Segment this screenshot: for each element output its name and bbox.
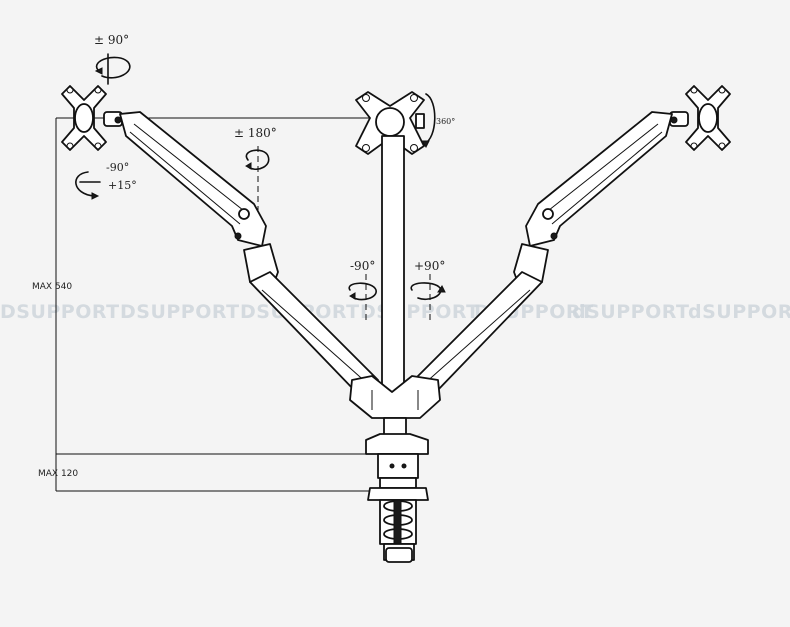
- mid-right-rotation-label: +90°: [414, 259, 445, 273]
- rotate-arrow-icon: [348, 282, 377, 301]
- rotate-arrow-icon: [423, 93, 436, 145]
- left-rotation-label: ± 90°: [94, 33, 129, 47]
- watermark-text: DSUPPORT: [0, 301, 120, 323]
- rotation-arrows: [75, 53, 446, 320]
- right-arm: [413, 111, 689, 399]
- watermark-text: DSUPPORT: [360, 301, 480, 323]
- center-rotation-label: ± 180°: [234, 126, 277, 140]
- pole-hub: [349, 375, 441, 419]
- desk-clamp: [365, 417, 429, 563]
- left-vesa-plate: [61, 85, 107, 151]
- tilt-up-label: +15°: [108, 179, 137, 192]
- swivel-360-label: 360°: [436, 117, 455, 126]
- mid-left-rotation-label: -90°: [350, 259, 375, 273]
- watermark-text: dSUPPORT: [688, 301, 790, 323]
- watermark-text: DSUPPORT: [120, 301, 240, 323]
- height-upper-label: MAX 540: [32, 282, 72, 292]
- rotate-arrow-icon: [95, 56, 131, 79]
- center-vesa-plate: [355, 91, 425, 155]
- watermark-text: dSUPPORT: [572, 301, 689, 323]
- tilt-arrow-icon: [75, 171, 95, 197]
- height-lower-label: MAX 120: [38, 469, 78, 479]
- tilt-down-label: -90°: [106, 161, 129, 174]
- right-vesa-plate: [685, 85, 731, 151]
- center-pole: [381, 135, 405, 401]
- left-arm: [103, 111, 379, 399]
- rotate-arrow-icon: [410, 282, 442, 301]
